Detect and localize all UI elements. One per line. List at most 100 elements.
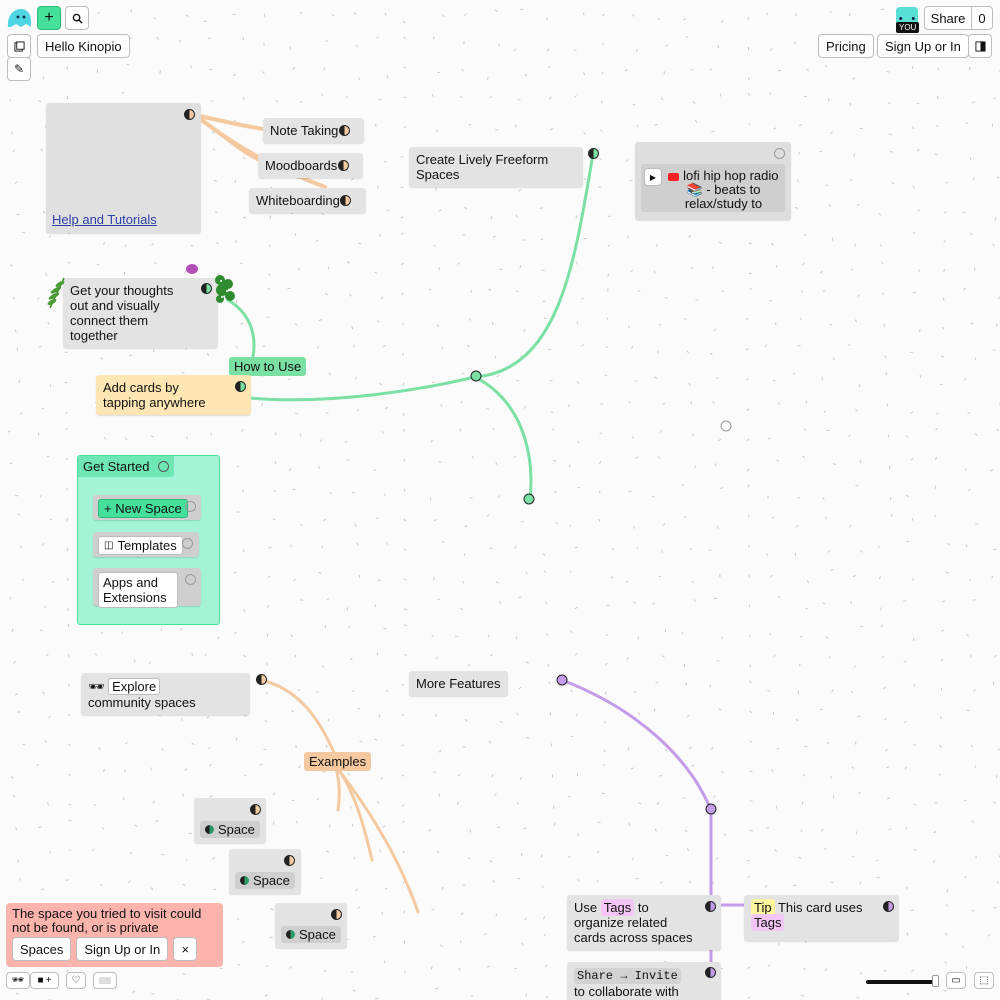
connector-icon[interactable] (284, 855, 295, 866)
background-dash (545, 995, 549, 999)
connector-icon[interactable] (338, 160, 349, 171)
pricing-button[interactable]: Pricing (818, 34, 874, 58)
connector-icon[interactable] (256, 674, 267, 685)
background-dash (433, 244, 437, 247)
connector-icon[interactable] (339, 125, 350, 136)
spaces-list-button[interactable] (7, 34, 31, 58)
share-invite-card[interactable]: Share → Invite to collaborate with your … (567, 962, 721, 1000)
add-space-button[interactable]: + (37, 6, 61, 30)
background-dash (713, 328, 717, 332)
templates-button[interactable]: ◫ Templates (98, 536, 183, 555)
pencil-button[interactable]: ✎ (7, 57, 31, 81)
background-dash (826, 429, 830, 432)
background-dash (298, 765, 301, 769)
apps-card[interactable]: Apps and Extensions (93, 568, 201, 608)
background-dash (826, 741, 830, 744)
share-count[interactable]: 0 (971, 6, 993, 30)
signup-button[interactable]: Sign Up or In (877, 34, 969, 58)
space-button[interactable]: Space (235, 872, 295, 889)
thoughts-card[interactable]: Get your thoughts out and visually conne… (63, 278, 218, 348)
youtube-card[interactable]: ▶ lofi hip hop radio 📚 - beats to relax/… (635, 142, 791, 220)
connector-icon[interactable] (588, 148, 599, 159)
play-button[interactable]: ▶ (644, 168, 662, 186)
background-dash (627, 400, 632, 404)
box-title[interactable]: Get Started (78, 456, 175, 477)
connector-icon[interactable] (158, 461, 170, 473)
connector-icon[interactable] (250, 804, 261, 815)
connector-icon[interactable] (705, 967, 716, 978)
space-name-button[interactable]: Hello Kinopio (37, 34, 130, 58)
explore-button[interactable]: Explore (108, 678, 161, 695)
background-dash (575, 652, 578, 656)
zoom-slider[interactable] (866, 975, 940, 987)
background-dash (745, 348, 750, 351)
youtube-embed[interactable]: ▶ lofi hip hop radio 📚 - beats to relax/… (641, 164, 785, 212)
tags-card[interactable]: Use Tags to organize related cards acros… (567, 895, 721, 950)
templates-card[interactable]: ◫ Templates (93, 532, 199, 557)
favorite-button[interactable]: ♡ (66, 972, 86, 989)
connector-icon[interactable] (185, 574, 196, 585)
more-features-card[interactable]: More Features (409, 671, 508, 696)
space-button[interactable]: Space (200, 821, 260, 838)
connector-icon[interactable] (235, 381, 246, 392)
tip-card[interactable]: Tip This card uses Tags (744, 895, 899, 941)
background-dash (603, 749, 606, 753)
background-dash (776, 459, 780, 462)
notification-signup-button[interactable]: Sign Up or In (76, 937, 169, 961)
background-dash (828, 203, 832, 208)
connector-icon[interactable] (774, 148, 785, 159)
sidebar-toggle-button[interactable] (968, 34, 992, 58)
space-card[interactable]: Space (194, 798, 266, 843)
help-card[interactable]: Help and Tutorials (46, 103, 201, 233)
background-dash (12, 149, 16, 153)
background-dash (974, 433, 978, 436)
connector-icon[interactable] (182, 538, 193, 549)
footer-blank-button[interactable] (93, 972, 117, 989)
how-to-use-label[interactable]: How to Use (229, 357, 307, 376)
connector-icon[interactable] (184, 109, 195, 120)
note-taking-card[interactable]: Note Taking (263, 118, 365, 143)
background-dash (906, 540, 910, 543)
user-avatar[interactable]: •‿• YOU (896, 7, 920, 33)
background-dash (464, 525, 468, 528)
examples-label[interactable]: Examples (304, 752, 372, 771)
search-button[interactable] (65, 6, 89, 30)
explore-card[interactable]: 🕶 Explore community spaces (81, 673, 250, 715)
connector-icon[interactable] (705, 901, 716, 912)
connector-icon[interactable] (331, 909, 342, 920)
spaces-button[interactable]: Spaces (12, 937, 72, 961)
kinopio-logo-icon (7, 9, 31, 27)
share-button[interactable]: Share (924, 6, 972, 30)
create-lively-card[interactable]: Create Lively Freeform Spaces (409, 147, 583, 187)
connector-icon[interactable] (185, 501, 196, 512)
tag[interactable]: Tags (751, 914, 785, 931)
connector-icon[interactable] (201, 283, 212, 294)
moodboards-card[interactable]: Moodboards (258, 153, 364, 178)
new-space-card[interactable]: + New Space (93, 495, 201, 520)
connector-icon[interactable] (340, 195, 351, 206)
background-dash (121, 91, 125, 94)
youtube-icon (668, 172, 680, 181)
connector-icon[interactable] (883, 901, 894, 912)
explore-footer-button[interactable]: 🕶 (6, 972, 30, 989)
kinopio-logo[interactable] (6, 7, 32, 29)
add-cards-card[interactable]: Add cards by tapping anywhere (96, 375, 251, 415)
background-dash (514, 967, 518, 970)
camera-add-button[interactable]: ■ + (30, 972, 59, 989)
background-dash (431, 908, 435, 911)
background-dash (544, 964, 548, 968)
close-button[interactable]: × (173, 937, 198, 961)
background-dash (850, 268, 854, 271)
background-dash (331, 13, 335, 17)
new-space-button[interactable]: + New Space (98, 499, 188, 518)
help-link[interactable]: Help and Tutorials (52, 212, 157, 227)
tag[interactable]: Tags (600, 899, 635, 916)
minimap-button[interactable]: ▭ (946, 972, 966, 989)
background-dash (881, 655, 885, 659)
space-button[interactable]: Space (281, 926, 341, 943)
zoom-handle[interactable] (932, 975, 939, 987)
fullscreen-button[interactable]: ⬚ (974, 972, 994, 989)
background-dash (630, 767, 634, 770)
apps-button[interactable]: Apps and Extensions (98, 572, 178, 608)
background-dash (716, 525, 719, 529)
